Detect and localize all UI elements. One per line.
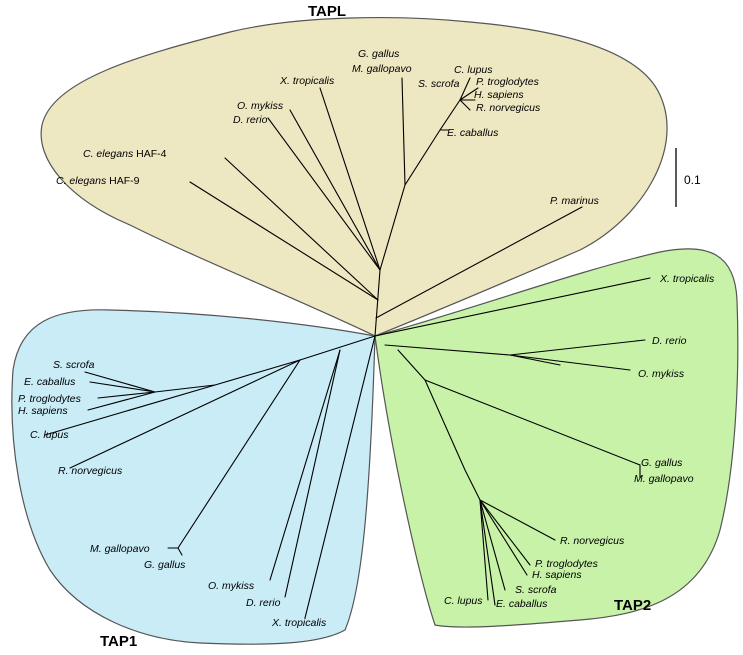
- tap2-clade-region: [374, 248, 739, 628]
- tapl-branch: [289, 109, 381, 271]
- tapl-leaf-h-sapiens: H. sapiens: [474, 89, 524, 101]
- tap1-leaf-c-lupus: C. lupus: [30, 429, 69, 441]
- tap1-branch: [177, 547, 183, 556]
- tapl-branch: [189, 181, 379, 301]
- tapl-leaf-p-troglodytes: P. troglodytes: [476, 76, 540, 88]
- tap1-leaf-r-norvegicus: R. norvegicus: [58, 465, 123, 477]
- tap1-branch: [89, 381, 156, 393]
- tap2-leaf-c-lupus: C. lupus: [444, 595, 483, 607]
- tapl-branch: [267, 117, 381, 271]
- tap2-branch: [479, 499, 506, 591]
- tapl-leaf-o-mykiss: O. mykiss: [237, 100, 284, 112]
- tapl-branch: [459, 77, 471, 101]
- tap1-leaf-e-caballus: E. caballus: [24, 376, 76, 388]
- tapl-leaf-c-elegans-haf4-gene: HAF-4: [133, 148, 166, 160]
- tap2-leaf-x-tropicalis: X. tropicalis: [659, 273, 715, 285]
- tapl-leaf-g-gallus: G. gallus: [358, 48, 400, 60]
- tap2-branch: [509, 354, 631, 371]
- tap1-branch: [84, 371, 156, 393]
- tapl-branch: [319, 87, 381, 271]
- tap1-leaf-g-gallus: G. gallus: [144, 559, 186, 571]
- tapl-leaf-labels: G. gallus M. gallopavo X. tropicalis C. …: [56, 48, 600, 207]
- tap1-leaf-m-gallopavo: M. gallopavo: [90, 543, 150, 555]
- tapl-leaf-p-marinus: P. marinus: [550, 195, 600, 207]
- tap1-leaf-labels: S. scrofa E. caballus P. troglodytes H. …: [18, 359, 327, 629]
- tapl-branch: [401, 77, 406, 186]
- tap2-leaf-h-sapiens: H. sapiens: [532, 569, 582, 581]
- tap1-clade-title: TAP1: [100, 633, 137, 650]
- tap1-leaf-s-scrofa: S. scrofa: [53, 359, 95, 371]
- tapl-leaf-d-rerio: D. rerio: [233, 114, 268, 126]
- scale-bar-label: 0.1: [684, 173, 701, 187]
- tap2-branch: [374, 277, 651, 337]
- tap1-branch: [154, 335, 376, 393]
- tap1-branch: [177, 359, 301, 549]
- tap2-clade-title: TAP2: [614, 597, 651, 614]
- tap2-leaf-p-troglodytes: P. troglodytes: [535, 558, 599, 570]
- tapl-branch: [459, 87, 479, 101]
- tapl-branch: [375, 206, 583, 319]
- tap1-branch: [44, 384, 216, 436]
- tap1-branch: [269, 349, 341, 581]
- tapl-leaf-e-caballus: E. caballus: [447, 127, 499, 139]
- tap1-leaf-x-tropicalis: X. tropicalis: [271, 617, 327, 629]
- tap2-branch: [479, 499, 489, 601]
- tree-branches: [44, 77, 651, 619]
- tapl-leaf-x-tropicalis: X. tropicalis: [279, 75, 335, 87]
- tap2-leaf-s-scrofa: S. scrofa: [515, 584, 557, 596]
- tap2-leaf-m-gallopavo: M. gallopavo: [634, 473, 694, 485]
- tap2-leaf-d-rerio: D. rerio: [652, 335, 687, 347]
- tap1-clade-region: [11, 309, 376, 645]
- tap2-branch: [479, 499, 496, 606]
- tap2-leaf-r-norvegicus: R. norvegicus: [560, 535, 625, 547]
- tap1-branch: [87, 391, 156, 411]
- tap1-leaf-h-sapiens: H. sapiens: [18, 405, 68, 417]
- tapl-leaf-s-scrofa: S. scrofa: [418, 78, 460, 90]
- tapl-leaf-c-lupus: C. lupus: [454, 64, 493, 76]
- tapl-branch: [224, 157, 379, 301]
- tap1-leaf-p-troglodytes: P. troglodytes: [18, 393, 82, 405]
- tap1-branch: [304, 335, 376, 619]
- tap1-branch: [97, 391, 156, 399]
- tapl-branch: [459, 99, 471, 111]
- tap2-branch: [479, 499, 528, 576]
- tapl-leaf-c-elegans-haf9: C. elegans HAF-9: [56, 175, 140, 187]
- tapl-clade-title: TAPL: [308, 3, 346, 20]
- tapl-leaf-c-elegans-haf4-species: C. elegans: [83, 148, 134, 160]
- tapl-leaf-r-norvegicus: R. norvegicus: [476, 102, 541, 114]
- tapl-leaf-c-elegans-haf9-species: C. elegans: [56, 175, 107, 187]
- tapl-leaf-c-elegans-haf9-gene: HAF-9: [106, 175, 139, 187]
- tap2-branch: [424, 379, 481, 501]
- tap2-leaf-o-mykiss: O. mykiss: [638, 368, 685, 380]
- tap1-branch: [284, 349, 341, 598]
- tap2-branch: [479, 499, 531, 566]
- tap2-branch: [479, 499, 556, 541]
- tap2-leaf-g-gallus: G. gallus: [641, 457, 683, 469]
- tap1-branch: [69, 359, 301, 469]
- tapl-leaf-m-gallopavo: M. gallopavo: [352, 63, 412, 75]
- tapl-clade-region: [40, 17, 668, 337]
- tap1-leaf-o-mykiss: O. mykiss: [208, 580, 255, 592]
- tap2-leaf-e-caballus: E. caballus: [496, 598, 548, 610]
- tapl-leaf-c-elegans-haf4: C. elegans HAF-4: [83, 148, 167, 160]
- tap2-leaf-labels: X. tropicalis D. rerio O. mykiss G. gall…: [444, 273, 715, 610]
- tap2-branch: [509, 339, 646, 356]
- tap1-leaf-d-rerio: D. rerio: [246, 597, 281, 609]
